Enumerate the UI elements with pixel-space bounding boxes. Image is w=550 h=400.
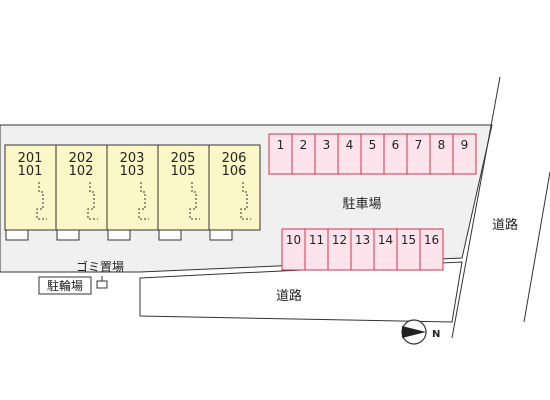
parking-space-number: 2: [300, 138, 308, 152]
bicycle-parking-label: 駐輪場: [47, 278, 83, 293]
parking-space: 15: [396, 228, 421, 271]
unit-entry-path: [138, 182, 149, 220]
unit-outline: [106, 144, 159, 231]
unit-number-upper: 202: [69, 151, 94, 166]
unit-storage: [158, 229, 182, 241]
unit-outline: [208, 144, 261, 231]
unit-number-lower: 101: [18, 164, 43, 179]
parking-space-number: 16: [424, 233, 439, 247]
parking-space-number: 9: [461, 138, 469, 152]
parking-space: 7: [406, 133, 431, 175]
parking-space: 1: [268, 133, 293, 175]
parking-space: 4: [337, 133, 362, 175]
parking-space: 3: [314, 133, 339, 175]
parking-space: 14: [373, 228, 398, 271]
parking-space-number: 4: [346, 138, 354, 152]
parking-space-number: 3: [323, 138, 331, 152]
parking-space-number: 12: [332, 233, 347, 247]
road-right-label: 道路: [492, 217, 518, 233]
unit-number-lower: 105: [171, 164, 196, 179]
unit-storage: [107, 229, 131, 241]
unit-entry-path: [189, 182, 200, 220]
unit-number-upper: 206: [222, 151, 247, 166]
parking-space-number: 1: [277, 138, 285, 152]
parking-space: 5: [360, 133, 385, 175]
parking-space: 2: [291, 133, 316, 175]
parking-label: 駐車場: [342, 197, 381, 212]
road-right-edge-right: [523, 171, 550, 323]
parking-space-number: 7: [415, 138, 423, 152]
parking-space-outline: [419, 228, 444, 271]
unit-storage: [209, 229, 233, 241]
road-bottom-label: 道路: [276, 288, 302, 304]
parking-space: 8: [429, 133, 454, 175]
unit-number-lower: 103: [120, 164, 145, 179]
unit-outline: [4, 144, 57, 231]
parking-row-bottom: 10 11 12 13 14 15 16: [281, 228, 444, 271]
unit-storage: [56, 229, 80, 241]
parking-space-number: 10: [286, 233, 301, 247]
parking-space-number: 6: [392, 138, 400, 152]
unit-outline: [55, 144, 108, 231]
garbage-bin-icon: [96, 280, 108, 289]
parking-space-number: 5: [369, 138, 377, 152]
parking-space: 13: [350, 228, 375, 271]
parking-space: 16: [419, 228, 444, 271]
unit-storage: [5, 229, 29, 241]
unit-entry-path: [240, 182, 251, 220]
parking-space-number: 14: [378, 233, 393, 247]
parking-space: 11: [304, 228, 329, 271]
north-arrow-icon: N: [401, 319, 440, 345]
unit-number-lower: 102: [69, 164, 94, 179]
unit-number-upper: 201: [18, 151, 43, 166]
north-label: N: [432, 329, 440, 340]
parking-space: 10: [281, 228, 306, 271]
garbage-area-label: ゴミ置場: [76, 259, 124, 274]
parking-space-number: 8: [438, 138, 446, 152]
unit-number-upper: 203: [120, 151, 145, 166]
unit-number-lower: 106: [222, 164, 247, 179]
unit-entry-path: [87, 182, 98, 220]
unit-outline: [157, 144, 210, 231]
road-right-edge-left: [451, 76, 501, 339]
parking-row-top: 1 2 3 4 5 6 7 8 9: [268, 133, 477, 175]
parking-space: 6: [383, 133, 408, 175]
parking-space-number: 15: [401, 233, 416, 247]
parking-space: 9: [452, 133, 477, 175]
unit-entry-path: [36, 182, 47, 220]
bicycle-label-box: [38, 276, 92, 295]
parking-space-number: 11: [309, 233, 324, 247]
parking-space: 12: [327, 228, 352, 271]
parking-space-number: 13: [355, 233, 370, 247]
unit-number-upper: 205: [171, 151, 196, 166]
parking-space-outline: [452, 133, 477, 175]
